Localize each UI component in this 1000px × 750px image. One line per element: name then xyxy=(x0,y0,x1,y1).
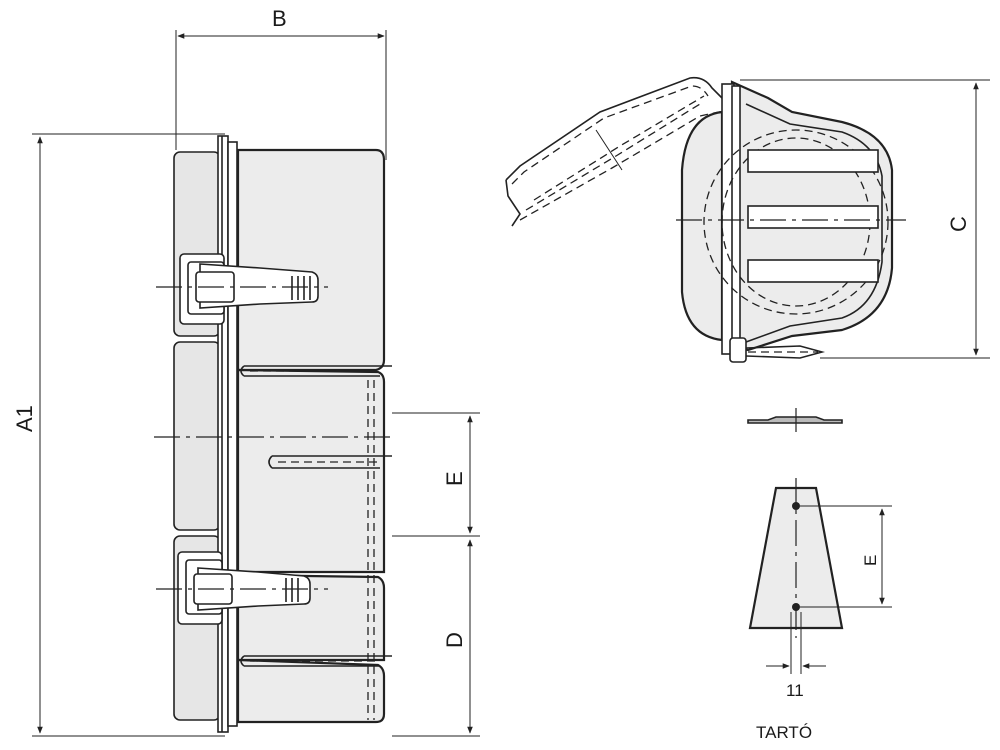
label-e-holder: E xyxy=(861,555,880,566)
housing-body xyxy=(173,135,386,733)
holder-caption: TARTÓ xyxy=(756,723,812,742)
front-view: B A1 xyxy=(12,6,480,737)
label-b: B xyxy=(272,6,287,31)
holder-plate xyxy=(748,486,844,630)
side-latch xyxy=(729,337,826,363)
dimension-e-holder: E xyxy=(800,505,892,608)
dimension-b: B xyxy=(175,6,387,160)
inner-rails xyxy=(747,149,879,283)
label-c: C xyxy=(946,216,971,232)
dimension-11: 11 xyxy=(766,612,826,700)
label-e-left: E xyxy=(442,471,467,486)
latch-top xyxy=(156,253,328,325)
dimension-e-left: E xyxy=(392,412,480,537)
dimension-d: D xyxy=(392,539,480,737)
latch-bottom xyxy=(156,551,328,625)
holder-hole-bottom xyxy=(792,603,800,611)
dimension-c: C xyxy=(740,79,990,359)
holder-top-profile xyxy=(747,416,843,424)
label-d: D xyxy=(442,632,467,648)
label-11: 11 xyxy=(786,681,804,700)
holder-detail: E 11 TARTÓ xyxy=(747,408,892,742)
label-a1: A1 xyxy=(12,405,37,432)
dimension-a1: A1 xyxy=(12,133,225,737)
holder-hole-top xyxy=(792,502,800,510)
side-view: C xyxy=(505,76,990,363)
